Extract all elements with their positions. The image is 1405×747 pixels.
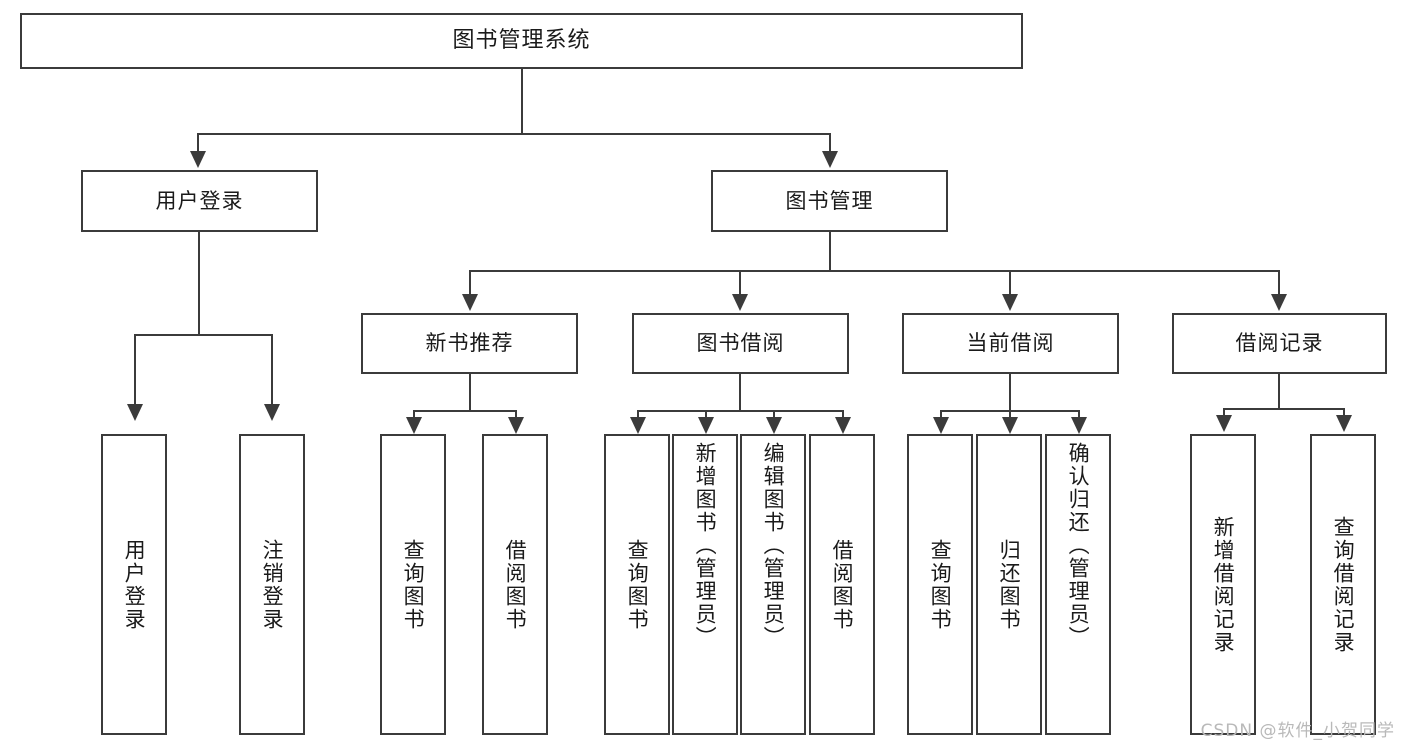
node-label: 新增借阅记录 — [1211, 515, 1236, 654]
connector-user-login-child2 — [271, 334, 273, 404]
arrow-book-manage-to-book-borrow — [732, 294, 748, 311]
arrow-current-borrow-child2 — [1002, 417, 1018, 434]
node-label: 查询图书 — [401, 538, 426, 631]
connector-book-borrow-child1 — [637, 410, 639, 419]
arrow-book-borrow-child2 — [698, 417, 714, 434]
arrow-root-to-user-login — [190, 151, 206, 168]
connector-borrow-record-child1 — [1223, 408, 1225, 417]
leaf-user-login-logout[interactable]: 注销登录 — [239, 434, 305, 735]
connector-current-borrow-stem — [1009, 374, 1011, 412]
arrow-book-manage-to-borrow-record — [1271, 294, 1287, 311]
arrow-book-borrow-child3 — [766, 417, 782, 434]
node-label: 借阅记录 — [1235, 331, 1324, 356]
connector-current-borrow-child3 — [1078, 410, 1080, 419]
leaf-user-login-login[interactable]: 用户登录 — [101, 434, 167, 735]
node-current-borrow[interactable]: 当前借阅 — [902, 313, 1119, 374]
arrow-new-book-child2 — [508, 417, 524, 434]
connector-borrow-record-child2 — [1343, 408, 1345, 417]
connector-root-stem — [521, 69, 523, 134]
node-label: 新增图书（管理员） — [693, 442, 718, 649]
connector-book-manage-bar — [469, 270, 1280, 272]
connector-new-book-bar — [413, 410, 516, 412]
connector-book-borrow-bar — [637, 410, 844, 412]
node-label: 图书管理 — [785, 188, 874, 213]
connector-book-borrow-child4 — [842, 410, 844, 419]
node-book-borrow[interactable]: 图书借阅 — [632, 313, 849, 374]
arrow-book-manage-to-current-borrow — [1002, 294, 1018, 311]
node-label: 用户登录 — [122, 538, 147, 631]
leaf-book-borrow-add[interactable]: 新增图书（管理员） — [672, 434, 738, 735]
node-label: 新书推荐 — [425, 331, 514, 356]
connector-user-login-child1 — [134, 334, 136, 404]
leaf-borrow-record-add[interactable]: 新增借阅记录 — [1190, 434, 1256, 735]
connector-book-borrow-child2 — [705, 410, 707, 419]
connector-root-to-user-login — [197, 133, 199, 151]
arrow-book-borrow-child1 — [630, 417, 646, 434]
connector-book-borrow-stem — [739, 374, 741, 412]
connector-current-borrow-child2 — [1009, 410, 1011, 419]
connector-borrow-record-stem — [1278, 374, 1280, 410]
node-label: 图书借阅 — [696, 331, 785, 356]
leaf-current-borrow-confirm-return[interactable]: 确认归还（管理员） — [1045, 434, 1111, 735]
arrow-user-login-child1 — [127, 404, 143, 421]
connector-borrow-record-bar — [1223, 408, 1345, 410]
connector-user-login-stem — [198, 232, 200, 336]
connector-book-manage-to-current-borrow — [1009, 270, 1011, 294]
node-label: 确认归还（管理员） — [1066, 442, 1091, 649]
leaf-current-borrow-return[interactable]: 归还图书 — [976, 434, 1042, 735]
arrow-root-to-book-manage — [822, 151, 838, 168]
connector-book-manage-stem — [829, 232, 831, 272]
node-label: 借阅图书 — [503, 538, 528, 631]
leaf-new-book-query[interactable]: 查询图书 — [380, 434, 446, 735]
leaf-book-borrow-borrow[interactable]: 借阅图书 — [809, 434, 875, 735]
connector-root-bar — [197, 133, 831, 135]
arrow-current-borrow-child1 — [933, 417, 949, 434]
connector-new-book-child2 — [515, 410, 517, 419]
leaf-book-borrow-edit[interactable]: 编辑图书（管理员） — [740, 434, 806, 735]
leaf-new-book-borrow[interactable]: 借阅图书 — [482, 434, 548, 735]
connector-book-manage-to-new-book — [469, 270, 471, 294]
leaf-current-borrow-query[interactable]: 查询图书 — [907, 434, 973, 735]
arrow-book-borrow-child4 — [835, 417, 851, 434]
node-root-system[interactable]: 图书管理系统 — [20, 13, 1023, 69]
arrow-current-borrow-child3 — [1071, 417, 1087, 434]
node-label: 注销登录 — [260, 538, 285, 631]
node-label: 借阅图书 — [830, 538, 855, 631]
connector-current-borrow-child1 — [940, 410, 942, 419]
node-label: 当前借阅 — [966, 331, 1055, 356]
node-borrow-record[interactable]: 借阅记录 — [1172, 313, 1387, 374]
node-book-management[interactable]: 图书管理 — [711, 170, 948, 232]
node-label: 查询图书 — [625, 538, 650, 631]
connector-book-manage-to-book-borrow — [739, 270, 741, 294]
connector-book-manage-to-borrow-record — [1278, 270, 1280, 294]
arrow-user-login-child2 — [264, 404, 280, 421]
connector-new-book-child1 — [413, 410, 415, 419]
node-label: 编辑图书（管理员） — [761, 442, 786, 649]
arrow-borrow-record-child2 — [1336, 415, 1352, 432]
node-label: 查询图书 — [928, 538, 953, 631]
connector-user-login-bar — [134, 334, 273, 336]
node-label: 用户登录 — [155, 188, 244, 213]
arrow-new-book-child1 — [406, 417, 422, 434]
connector-book-borrow-child3 — [773, 410, 775, 419]
node-label: 查询借阅记录 — [1331, 515, 1356, 654]
node-user-login[interactable]: 用户登录 — [81, 170, 318, 232]
arrow-book-manage-to-new-book — [462, 294, 478, 311]
connector-root-to-book-manage — [829, 133, 831, 151]
leaf-borrow-record-query[interactable]: 查询借阅记录 — [1310, 434, 1376, 735]
node-label: 图书管理系统 — [452, 28, 591, 54]
node-new-book-recommend[interactable]: 新书推荐 — [361, 313, 578, 374]
watermark-text: CSDN @软件_小贺同学 — [1200, 721, 1395, 741]
arrow-borrow-record-child1 — [1216, 415, 1232, 432]
node-label: 归还图书 — [997, 538, 1022, 631]
connector-new-book-stem — [469, 374, 471, 412]
leaf-book-borrow-query[interactable]: 查询图书 — [604, 434, 670, 735]
